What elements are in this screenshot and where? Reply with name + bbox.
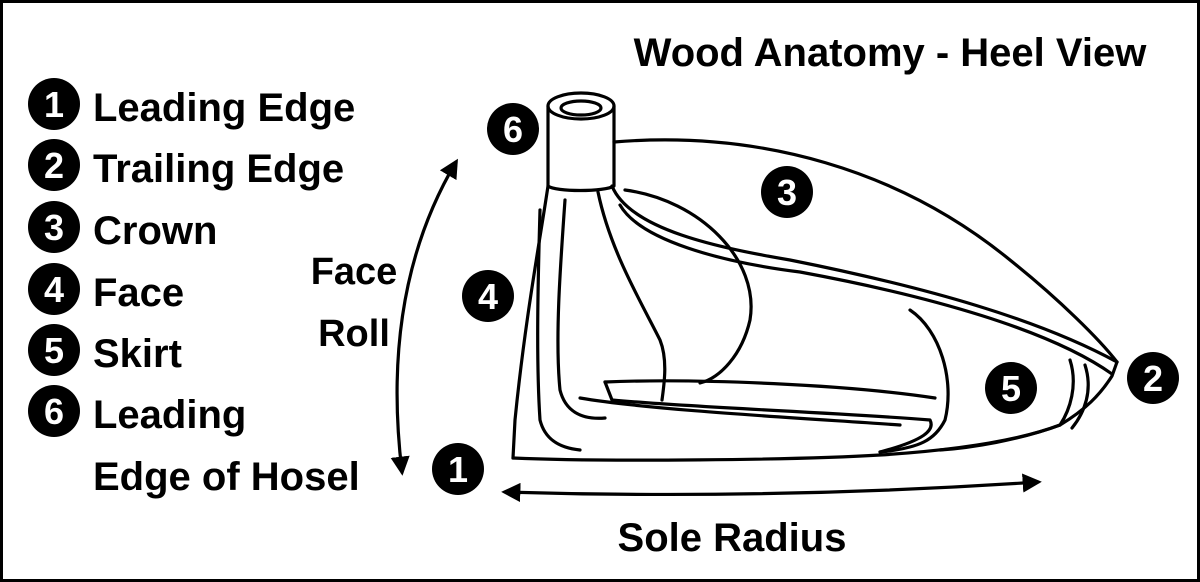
legend-number: 4 [44, 269, 64, 310]
sole-line [511, 423, 1062, 462]
hosel-neck-left [511, 184, 550, 460]
club-head-drawing [511, 91, 1119, 462]
sole-plate-bottom [603, 380, 933, 454]
legend-number: 1 [44, 84, 64, 125]
callout-leading-edge: 1 [432, 443, 484, 495]
legend: 1 Leading Edge 2 Trailing Edge 3 Crown 4… [28, 78, 360, 499]
legend-number: 3 [44, 207, 64, 248]
crown-outline [612, 138, 1119, 364]
diagram-title: Wood Anatomy - Heel View [634, 31, 1148, 75]
crown-inner-line [610, 184, 1119, 364]
callout-hosel: 6 [487, 103, 539, 155]
trailing-edge-tip [1058, 360, 1119, 427]
heel-bulge [623, 188, 753, 385]
sole-radius-label: Sole Radius [618, 516, 847, 560]
callout-number: 5 [1001, 368, 1021, 409]
legend-item-crown: 3 Crown [28, 201, 217, 253]
legend-label: Leading [93, 393, 246, 437]
callout-number: 1 [448, 449, 468, 490]
face-inner [556, 198, 607, 420]
skirt-inner-2 [1070, 363, 1090, 430]
legend-item-hosel: 6 Leading Edge of Hosel [28, 385, 360, 499]
callout-crown: 3 [761, 166, 813, 218]
legend-item-face: 4 Face [28, 263, 184, 315]
hosel-bore [559, 99, 603, 117]
legend-label: Crown [93, 209, 217, 253]
legend-item-leading-edge: 1 Leading Edge [28, 78, 355, 130]
callout-number: 2 [1143, 358, 1163, 399]
legend-label: Face [93, 271, 184, 315]
legend-number: 6 [44, 391, 64, 432]
hosel-neck-right [596, 190, 667, 402]
sole-radius-annotation: Sole Radius [501, 473, 1042, 560]
crown-inner-line-2 [618, 203, 1114, 376]
sole-radius-arrow [501, 473, 1042, 503]
face-roll-arrow [390, 158, 458, 476]
legend-item-skirt: 5 Skirt [28, 324, 182, 376]
sole-plate-inner [578, 396, 902, 427]
face-roll-annotation: Face Roll [311, 158, 458, 476]
callout-number: 3 [777, 172, 797, 213]
callout-number: 4 [478, 276, 498, 317]
callout-face: 4 [462, 270, 514, 322]
legend-number: 5 [44, 330, 64, 371]
legend-label: Leading Edge [93, 86, 355, 130]
face-outline [536, 208, 582, 452]
legend-label-line2: Edge of Hosel [93, 455, 360, 499]
sole-plate-top [603, 379, 937, 400]
callout-number: 6 [503, 109, 523, 150]
callout-skirt: 5 [985, 362, 1037, 414]
hosel-top [546, 91, 616, 121]
legend-label: Trailing Edge [93, 147, 344, 191]
callout-trailing-edge: 2 [1127, 352, 1179, 404]
legend-number: 2 [44, 145, 64, 186]
legend-label: Skirt [93, 332, 182, 376]
face-roll-label-line1: Face [311, 251, 398, 293]
skirt-outline [878, 308, 950, 454]
face-roll-label-line2: Roll [318, 313, 390, 355]
legend-item-trailing-edge: 2 Trailing Edge [28, 139, 344, 191]
